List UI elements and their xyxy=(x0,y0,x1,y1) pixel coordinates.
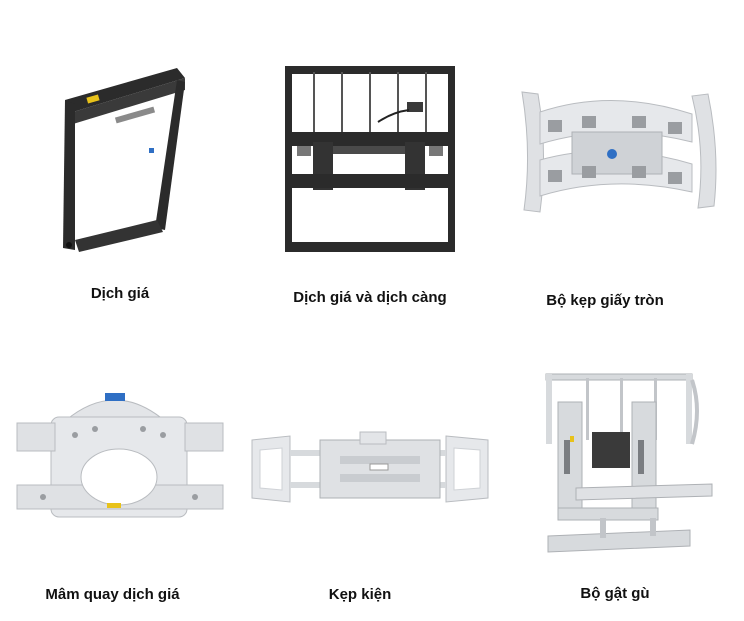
side-shifter-icon xyxy=(63,68,185,252)
fork-tilter-icon xyxy=(545,373,713,553)
caption-paper-roll-clamp: Bộ kẹp giấy tròn xyxy=(546,292,664,309)
fork-positioner-icon xyxy=(285,66,455,252)
bale-clamp-icon xyxy=(251,431,489,503)
caption-rotator: Mâm quay dịch giá xyxy=(45,586,180,603)
paper-roll-clamp-icon xyxy=(521,91,717,213)
caption-bale-clamp: Kẹp kiện xyxy=(328,586,392,603)
rotator-icon xyxy=(16,393,224,518)
caption-fork-tilter: Bộ gật gù xyxy=(580,585,650,602)
caption-side-shifter: Dịch giá xyxy=(90,285,150,302)
caption-fork-positioner: Dịch giá và dịch càng xyxy=(293,289,447,306)
